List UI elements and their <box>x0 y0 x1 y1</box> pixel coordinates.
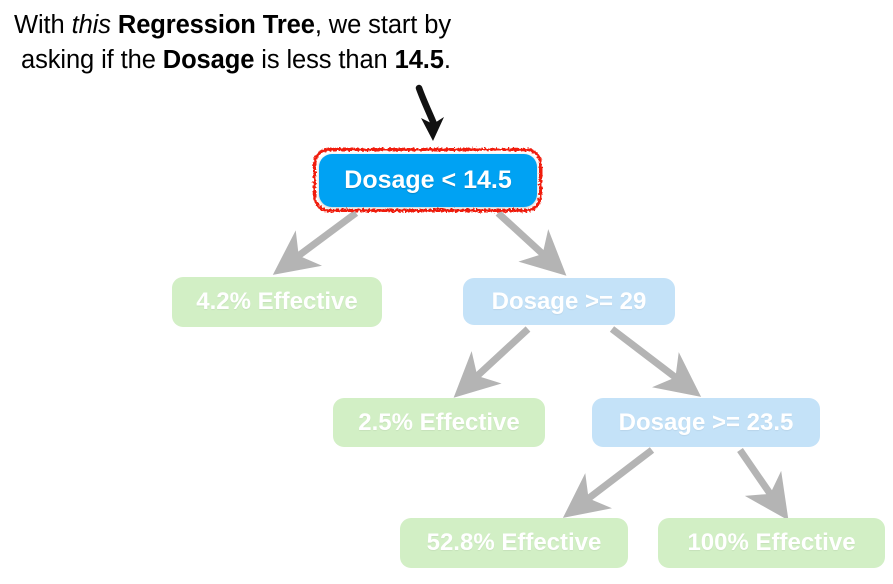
edge-dosage29-to-dosage-23-5 <box>609 326 702 397</box>
tree-node-label: Dosage >= 23.5 <box>618 408 794 436</box>
caption-line2-post: . <box>443 45 451 74</box>
edge-root-to-4-2 <box>272 210 359 275</box>
caption-text-italic: this <box>71 11 111 39</box>
edge-dosage235-to-52-8 <box>562 447 655 518</box>
caption-text-bold-dosage: Dosage <box>162 45 255 74</box>
root-highlight-outline <box>313 148 542 212</box>
caption-line2-mid: is less than <box>254 45 395 74</box>
tree-node-root[interactable]: Dosage < 14.5 <box>319 154 537 207</box>
page-title: With this Regression Tree, we start by a… <box>14 8 614 78</box>
tree-node-label: 4.2% Effective <box>196 288 358 315</box>
caption-text-bold-threshold: 14.5 <box>394 45 444 74</box>
edge-root-to-dosage-29 <box>495 210 567 276</box>
tree-node-4-2-effective[interactable]: 4.2% Effective <box>172 277 382 327</box>
caption-text-mid <box>111 11 118 39</box>
tree-node-2-5-effective[interactable]: 2.5% Effective <box>333 398 545 447</box>
caption-text-bold-regression-tree: Regression Tree <box>117 11 315 39</box>
caption-text-post: , we start by <box>314 11 451 39</box>
caption-text-pre: With <box>14 11 72 39</box>
edge-dosage29-to-2-5 <box>453 326 531 398</box>
tree-node-root-label: Dosage < 14.5 <box>344 166 512 194</box>
tree-node-100-effective[interactable]: 100% Effective <box>658 518 885 568</box>
tree-node-dosage-ge-23-5[interactable]: Dosage >= 23.5 <box>592 398 820 447</box>
caption-line2-pre: asking if the <box>14 45 163 74</box>
tree-node-label: 2.5% Effective <box>358 408 520 436</box>
tree-node-label: 100% Effective <box>687 529 856 556</box>
curved-down-arrow <box>415 84 444 141</box>
tree-node-dosage-ge-29[interactable]: Dosage >= 29 <box>463 278 675 325</box>
tree-node-label: Dosage >= 29 <box>491 287 647 315</box>
tree-node-52-8-effective[interactable]: 52.8% Effective <box>400 518 628 568</box>
tree-node-label: 52.8% Effective <box>426 529 602 556</box>
edge-dosage235-to-100 <box>737 448 789 521</box>
